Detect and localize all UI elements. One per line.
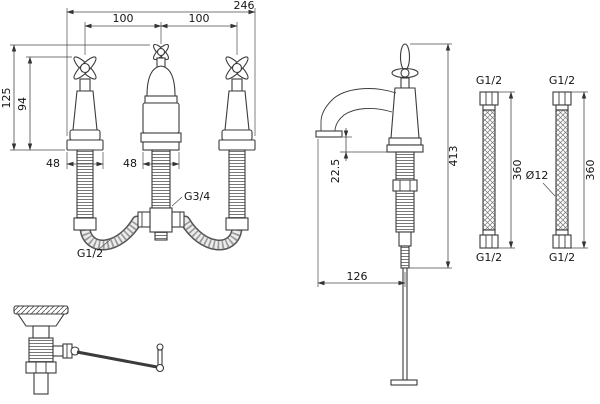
dim-spout-clearance-label: 22.5	[329, 159, 342, 184]
hose-fittings	[73, 211, 249, 231]
dim-height-handle-label: 94	[16, 97, 29, 111]
hose-a-thread-top-label: G1/2	[476, 74, 502, 87]
flexible-hose-b	[552, 91, 572, 249]
flexible-hose-a	[479, 91, 499, 249]
front-dimensions: 246 100 100 125 94 48 48 G3/4 G1/2	[0, 0, 256, 260]
thread-tail-label: G3/4	[184, 190, 210, 203]
dim-spacing-right-label: 100	[189, 12, 210, 25]
hose-a-length-label: 360	[511, 160, 524, 181]
side-view: 413 22.5 126	[315, 43, 460, 386]
dim-spacing-left-label: 100	[113, 12, 134, 25]
supply-hose-right	[179, 215, 243, 251]
dim-total-height-label: 413	[447, 146, 460, 167]
dim-height-overall-label: 125	[0, 88, 13, 109]
dim-overall-width-label: 246	[234, 0, 255, 12]
front-view: 246 100 100 125 94 48 48 G3/4 G1/2	[0, 0, 256, 260]
hose-diameter-label: Ø12	[526, 169, 549, 182]
thread-hose-front-label: G1/2	[77, 247, 103, 260]
hose-a-thread-bottom-label: G1/2	[476, 251, 502, 264]
right-valve	[218, 53, 256, 219]
spout-assembly	[140, 43, 182, 241]
side-dimensions: 413 22.5 126	[317, 43, 460, 287]
dim-base-valve-label: 48	[46, 157, 60, 170]
hose-b-length-label: 360	[584, 160, 597, 181]
left-valve	[66, 56, 104, 219]
hose-b-thread-bottom-label: G1/2	[549, 251, 575, 264]
pop-up-waste	[13, 305, 165, 395]
supply-hose-left	[79, 215, 143, 251]
dim-reach-label: 126	[347, 270, 368, 283]
dim-base-spout-label: 48	[123, 157, 137, 170]
hose-labels-and-dimensions: G1/2 G1/2 G1/2 G1/2 360 360 Ø12	[476, 74, 597, 264]
hose-b-thread-top-label: G1/2	[549, 74, 575, 87]
